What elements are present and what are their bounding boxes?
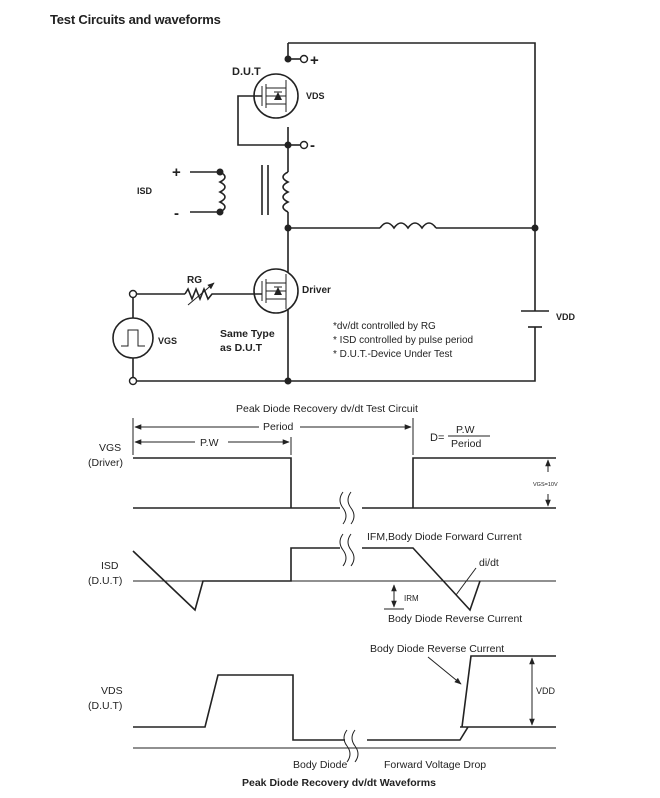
wire-top (288, 42, 536, 228)
irm-label: IRM (404, 594, 419, 603)
test-circuit: D.U.T VDS + - ISD + - RG Driver VGS Same… (112, 42, 576, 415)
note-3: * D.U.T.-Device Under Test (333, 349, 453, 360)
rg-resistor-symbol (184, 282, 216, 306)
vds-label: VDS (306, 91, 325, 101)
period-label: Period (263, 421, 294, 433)
same-type-label-2: as D.U.T (220, 342, 263, 354)
reverse-current-label-2: Body Diode Reverse Current (370, 643, 504, 655)
circuit-caption: Peak Diode Recovery dv/dt Test Circuit (236, 403, 418, 415)
terminal-plus (299, 54, 309, 64)
forward-drop-label: Forward Voltage Drop (384, 759, 486, 771)
terminal-ground (128, 376, 138, 386)
wire-bottom (133, 327, 536, 382)
vds-row-label-2: (D.U.T) (88, 700, 122, 712)
minus-label: - (310, 137, 315, 154)
waveforms: Period P.W D= P.W Period VGS (Driver) VG… (88, 418, 558, 789)
vdd-battery-symbol (521, 310, 549, 328)
vgs-level-label: VGS=10V (533, 482, 558, 488)
isd-minus-label: - (174, 205, 179, 222)
inductor-symbol (379, 222, 437, 230)
vds-waveform (133, 655, 556, 741)
waveforms-caption: Peak Diode Recovery dv/dt Waveforms (242, 777, 436, 789)
node-dot (284, 377, 292, 385)
vgs-waveform (133, 457, 556, 509)
dut-mosfet-symbol (253, 73, 299, 119)
terminal-gate (128, 289, 138, 299)
page-title: Test Circuits and waveforms (50, 12, 221, 27)
isd-plus-label: + (172, 164, 181, 181)
isd-waveform (132, 547, 481, 612)
duty-numerator: P.W (456, 424, 475, 436)
vgs-label: VGS (158, 336, 177, 346)
note-2: * ISD controlled by pulse period (333, 335, 473, 346)
node-dot (284, 55, 292, 63)
node-dot (284, 224, 292, 232)
reverse-current-label: Body Diode Reverse Current (388, 613, 522, 625)
node-dot (284, 141, 292, 149)
didt-label: di/dt (479, 557, 499, 569)
vdd-label: VDD (556, 312, 576, 322)
wire-dut-gate-loop (237, 95, 288, 146)
isd-label: ISD (137, 186, 153, 196)
same-type-label-1: Same Type (220, 328, 275, 340)
vgs-row-label-1: VGS (99, 442, 121, 454)
node-dot (531, 224, 539, 232)
duty-prefix: D= (430, 432, 444, 444)
plus-label: + (310, 52, 319, 69)
dut-label: D.U.T (232, 66, 261, 78)
terminal-minus (299, 140, 309, 150)
driver-label: Driver (302, 285, 331, 296)
body-diode-label: Body Diode (293, 759, 347, 771)
vdd-wave-label: VDD (536, 686, 556, 696)
vgs-row-label-2: (Driver) (88, 457, 123, 469)
vgs-pulse-source (112, 317, 154, 359)
duty-denominator: Period (451, 438, 482, 450)
pw-label: P.W (200, 437, 219, 449)
driver-mosfet-symbol (253, 268, 299, 314)
ifm-label: IFM,Body Diode Forward Current (367, 531, 522, 543)
transformer-symbol (218, 165, 290, 215)
vds-row-label-1: VDS (101, 685, 123, 697)
isd-row-label-2: (D.U.T) (88, 575, 122, 587)
isd-row-label-1: ISD (101, 560, 119, 572)
rg-label: RG (187, 275, 202, 286)
note-1: *dv/dt controlled by RG (333, 321, 436, 332)
